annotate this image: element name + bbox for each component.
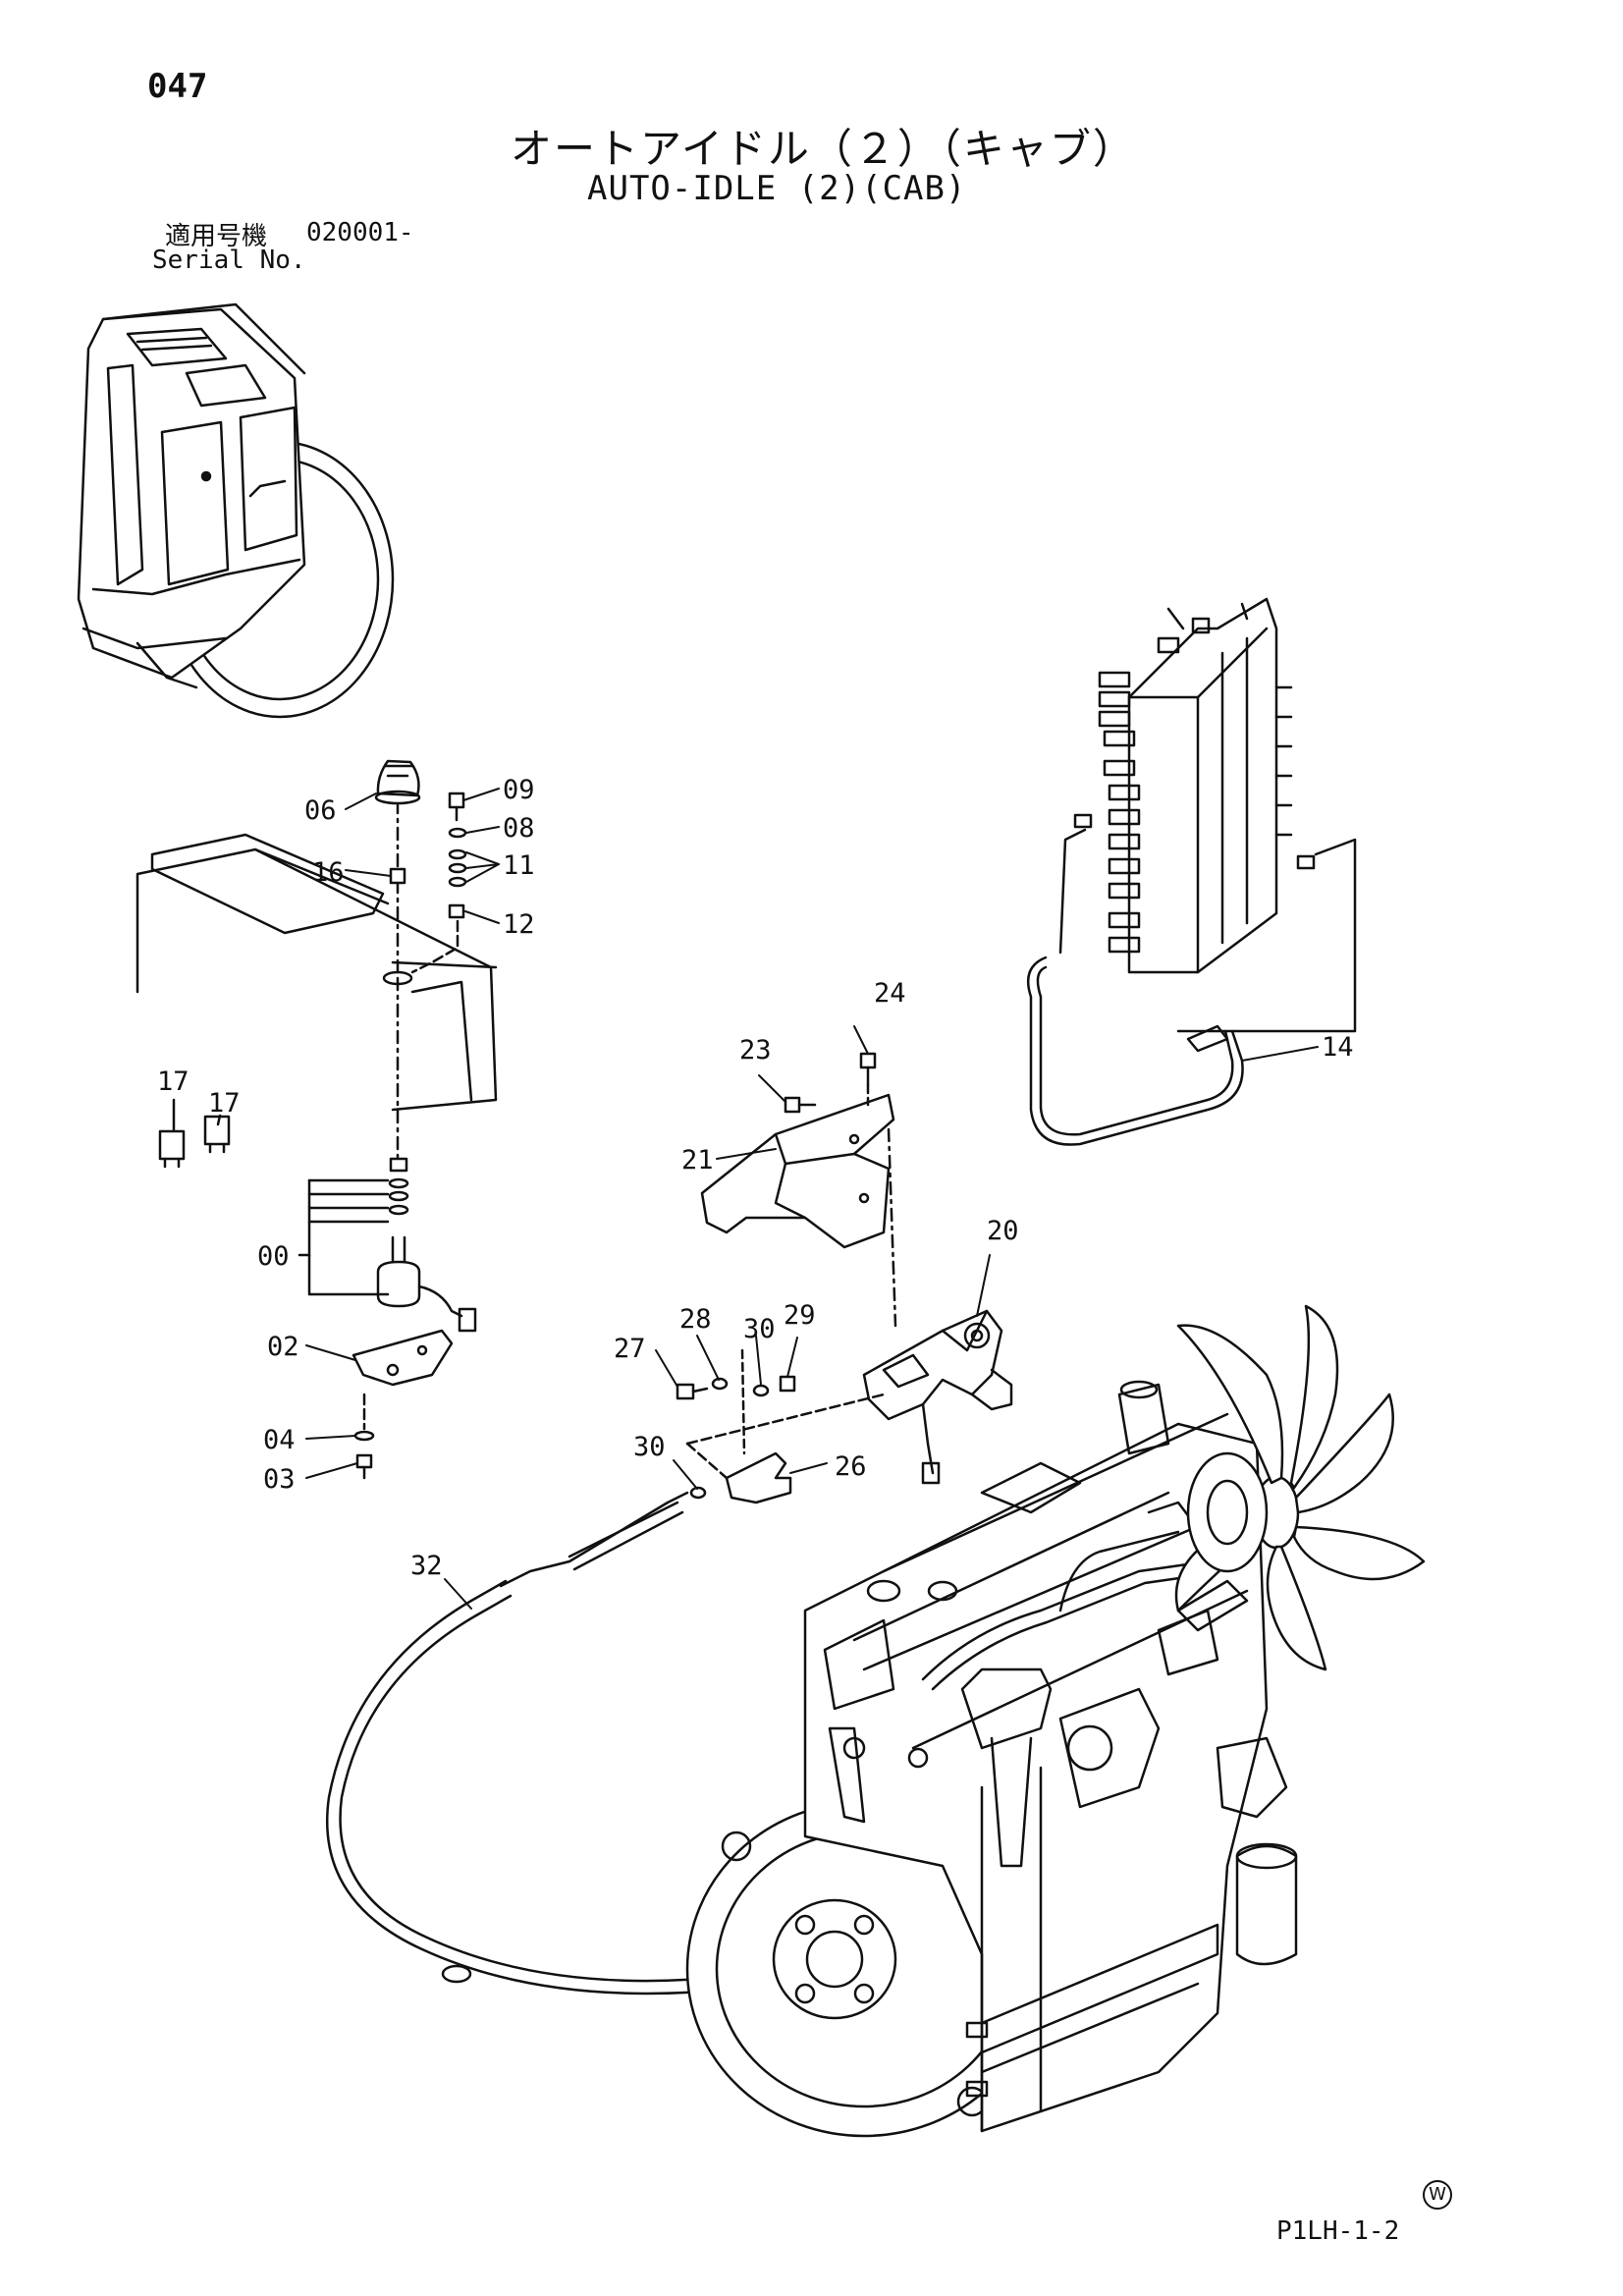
console-panel: [135, 803, 498, 1159]
label-00: 00: [257, 1241, 290, 1272]
nut-16: [389, 867, 406, 885]
label-14: 14: [1322, 1032, 1354, 1063]
drawing-code: P1LH-1-2: [1276, 2216, 1400, 2246]
bracket-02: [352, 1329, 454, 1480]
hose-14: [1026, 813, 1357, 1146]
screw-stack: [410, 792, 467, 974]
label-30-lower: 30: [633, 1432, 666, 1462]
label-21: 21: [681, 1145, 714, 1175]
w-mark: W: [1423, 2180, 1452, 2210]
label-27: 27: [614, 1334, 646, 1364]
relays-17: [158, 1098, 231, 1169]
label-16: 16: [312, 857, 345, 888]
label-04: 04: [263, 1425, 296, 1455]
engine-assembly: [685, 1380, 1298, 2138]
cab-overview-illustration: [77, 302, 395, 719]
label-02: 02: [267, 1332, 299, 1362]
control-valve: [1098, 597, 1293, 974]
serial-label-japanese: 適用号機: [165, 222, 268, 251]
cooling-fan: [1174, 1304, 1426, 1671]
knob-06: [374, 759, 421, 805]
label-29: 29: [784, 1300, 816, 1331]
part-labels: 06 16 09 08 11 12 17 17 00 02 04 03 32 2…: [157, 775, 1354, 1581]
actuator-20: [862, 1309, 1013, 1485]
title-japanese: オートアイドル（２）（キャブ）: [511, 125, 1136, 173]
label-30-upper: 30: [743, 1314, 776, 1344]
label-20: 20: [987, 1216, 1019, 1246]
label-17-left: 17: [157, 1066, 189, 1097]
serial-number-value: 020001-: [306, 218, 414, 247]
leader-lines: [305, 788, 1319, 1610]
bracket-26: [676, 1348, 886, 1504]
label-32: 32: [410, 1551, 443, 1581]
label-08: 08: [503, 813, 535, 844]
title-english: AUTO-IDLE (2)(CAB): [587, 169, 967, 208]
bracket-21: [700, 1052, 897, 1328]
label-03: 03: [263, 1464, 296, 1495]
label-24: 24: [874, 978, 906, 1009]
label-12: 12: [503, 909, 535, 940]
label-23: 23: [739, 1035, 772, 1066]
page-number: 047: [147, 67, 208, 106]
label-11: 11: [503, 850, 535, 881]
label-17-right: 17: [208, 1088, 241, 1119]
serial-label-english: Serial No.: [152, 246, 306, 275]
potentiometer-00: [298, 1157, 477, 1333]
label-09: 09: [503, 775, 535, 805]
label-06: 06: [304, 795, 337, 826]
label-26: 26: [835, 1451, 867, 1482]
label-28: 28: [679, 1304, 712, 1335]
